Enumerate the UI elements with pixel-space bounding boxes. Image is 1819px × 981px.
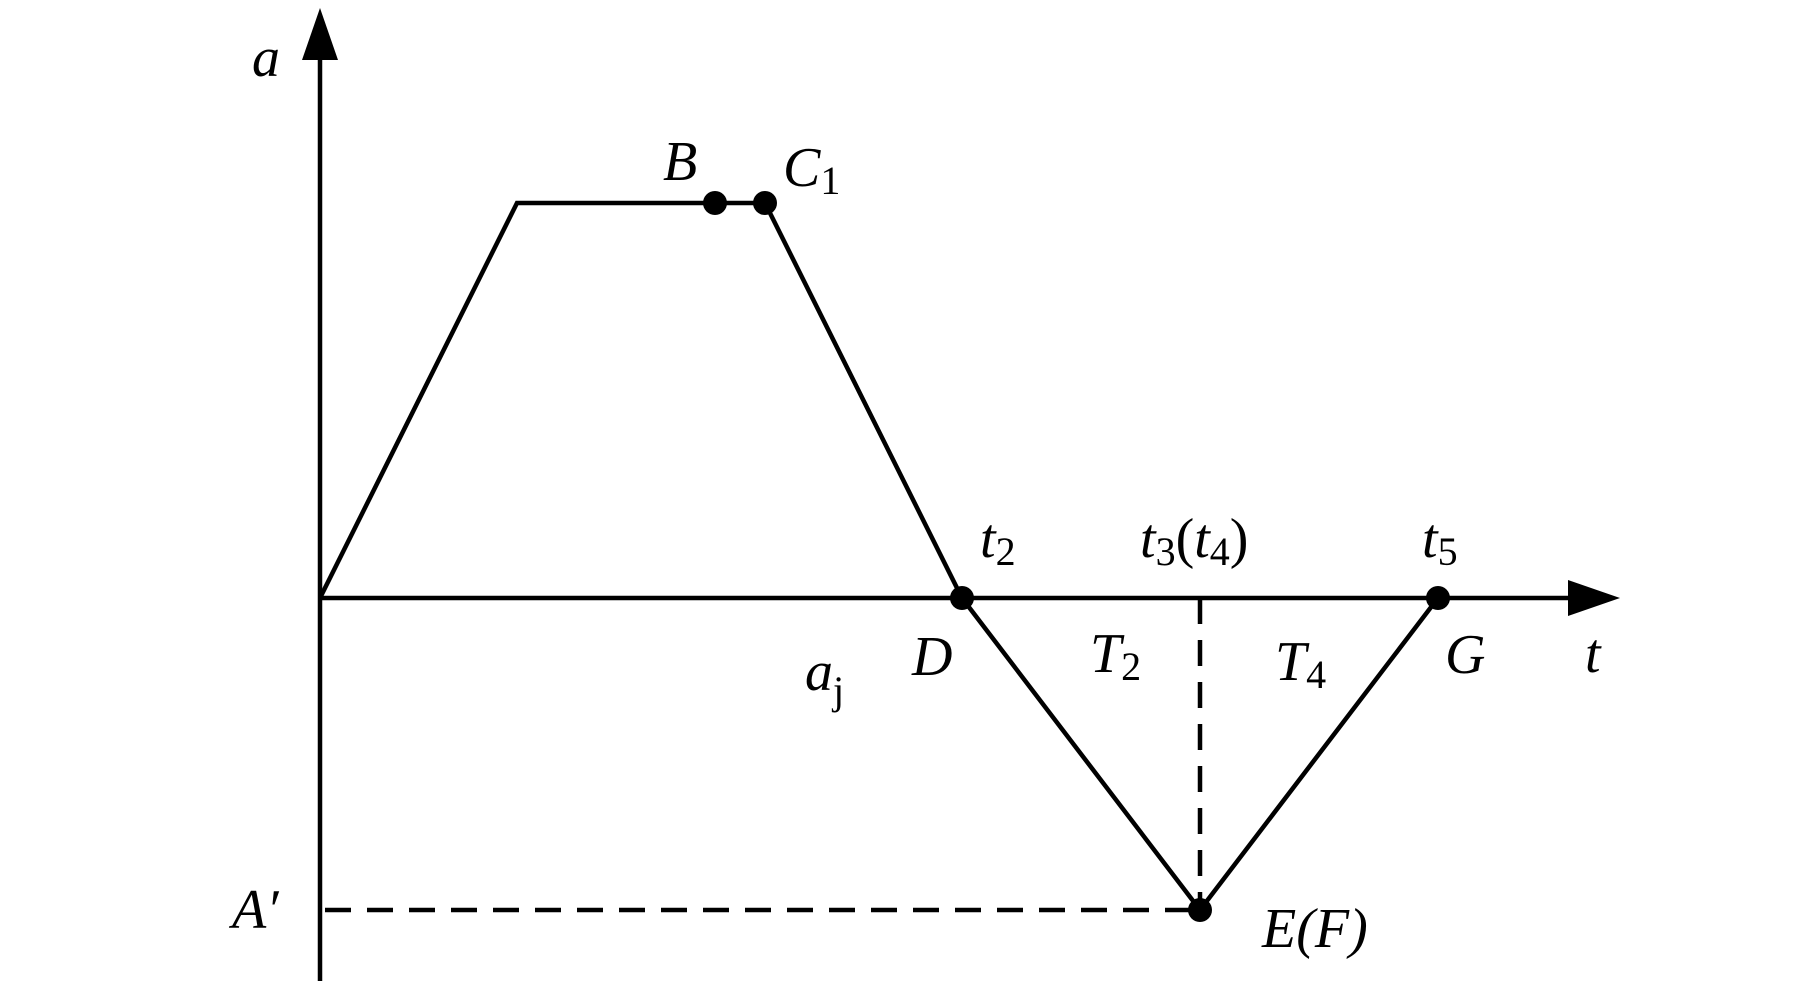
label-b: B — [663, 131, 697, 193]
label-t3-t4: t3(t4) — [1140, 508, 1248, 574]
label-d: D — [911, 626, 952, 688]
label-t2: t2 — [980, 508, 1016, 574]
point-d — [950, 586, 974, 610]
label-T4: T4 — [1275, 631, 1326, 697]
point-g — [1426, 586, 1450, 610]
label-a-prime: A′ — [228, 879, 279, 941]
label-g: G — [1445, 624, 1485, 686]
point-b — [703, 191, 727, 215]
point-c1 — [753, 191, 777, 215]
acceleration-curve — [317, 200, 1440, 914]
label-T2: T2 — [1090, 623, 1141, 689]
point-e-f — [1188, 898, 1212, 922]
x-axis-label: t — [1585, 623, 1602, 685]
y-axis-arrowhead — [302, 8, 338, 60]
x-axis-arrowhead — [1568, 580, 1620, 616]
y-axis-label: a — [252, 27, 280, 89]
label-aj: aj — [805, 641, 844, 713]
label-t5: t5 — [1422, 508, 1458, 574]
label-e-f: E(F) — [1261, 898, 1368, 960]
label-c1: C1 — [783, 137, 840, 203]
